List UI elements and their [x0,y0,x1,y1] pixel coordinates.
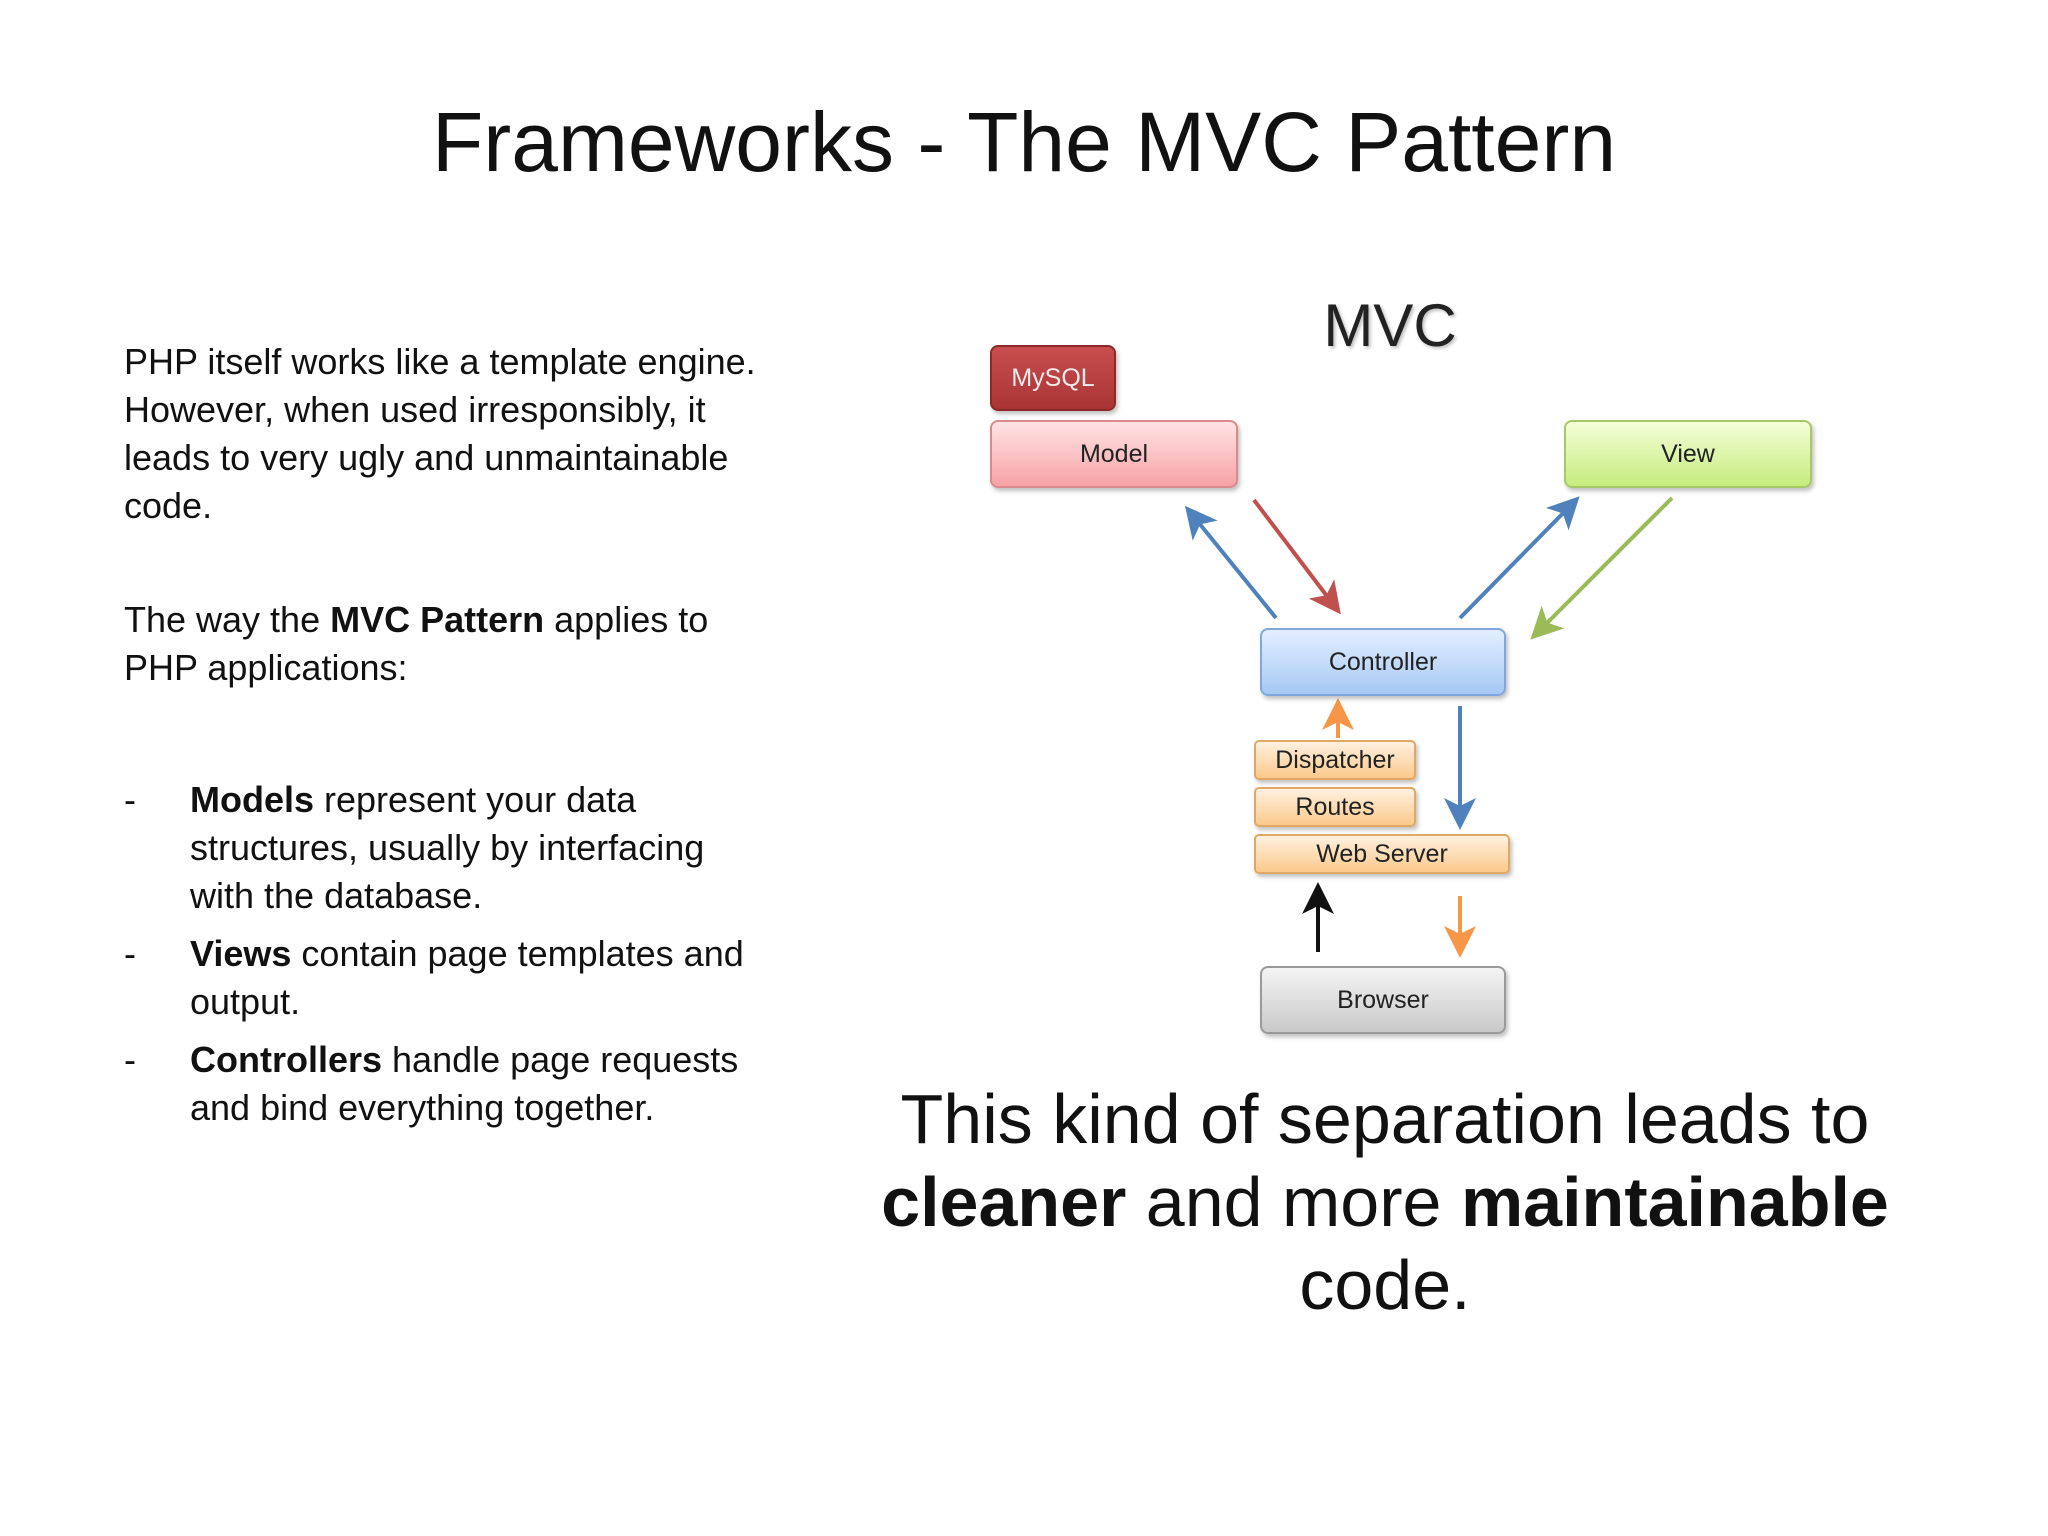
routes-box: Routes [1254,787,1416,827]
bullet-text: Models represent your data structures, u… [190,776,764,920]
conclusion-bold-maintainable: maintainable [1460,1163,1889,1241]
conclusion-part3: code. [1299,1246,1471,1324]
bullet-marker: - [124,779,136,820]
bullet-bold: Models [190,779,315,820]
mysql-box: MySQL [990,345,1116,411]
arrow-model-to-controller [1252,498,1341,615]
webserver-box: Web Server [1254,834,1510,874]
intro-paragraph: PHP itself works like a template engine.… [124,341,756,526]
para2-pre: The way the [124,599,331,640]
dispatcher-box: Dispatcher [1254,740,1416,780]
conclusion-part2: and more [1126,1163,1461,1241]
bullet-marker: - [124,1039,136,1080]
arrow-controller-to-view [1458,496,1580,620]
model-box: Model [990,420,1238,488]
left-text-column: PHP itself works like a template engine.… [124,338,764,1142]
bullet-text: Controllers handle page requests and bin… [190,1036,764,1132]
slide-title: Frameworks - The MVC Pattern [431,95,1617,189]
conclusion-part1: This kind of separation leads to [900,1080,1870,1158]
bullet-models: - Models represent your data structures,… [124,776,764,920]
bullet-list: - Models represent your data structures,… [124,776,764,1132]
bullet-views: - Views contain page templates and outpu… [124,930,764,1026]
arrow-controller-to-model [1184,505,1278,620]
arrow-view-to-controller [1530,496,1674,640]
conclusion-bold-cleaner: cleaner [881,1163,1127,1241]
view-box: View [1564,420,1812,488]
para2-bold: MVC Pattern [330,599,545,640]
bullet-text: Views contain page templates and output. [190,930,764,1026]
browser-box: Browser [1260,966,1506,1034]
mvc-applies-paragraph: The way the MVC Pattern applies to PHP a… [124,596,764,692]
bullet-bold: Controllers [190,1039,383,1080]
para2-post: applies to PHP applications: [124,599,709,688]
bullet-body: handle page requests and bind everything… [190,1039,739,1128]
bullet-body: represent your data structures, usually … [190,779,705,916]
bullet-body: contain page templates and output. [190,933,744,1022]
diagram-title: MVC [1323,292,1457,359]
controller-box: Controller [1260,628,1506,696]
bullet-controllers: - Controllers handle page requests and b… [124,1036,764,1132]
bullet-bold: Views [190,933,292,974]
bullet-marker: - [124,933,136,974]
conclusion-text: This kind of separation leads to cleaner… [860,1078,1910,1327]
